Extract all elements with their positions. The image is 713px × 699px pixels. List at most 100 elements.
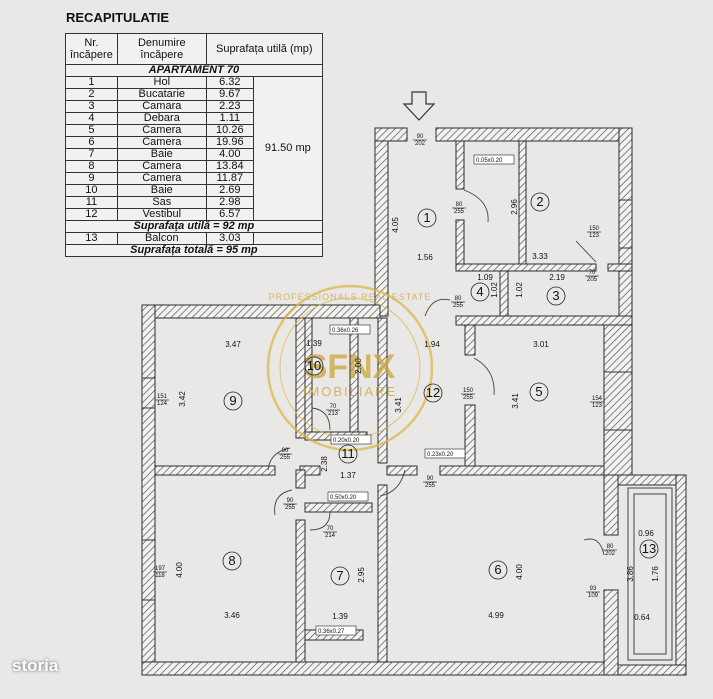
door-label: 197: [155, 566, 166, 572]
door-label-height: 123: [589, 233, 600, 239]
wall: [377, 484, 388, 663]
door-label-height: 255: [285, 505, 296, 511]
dimension-label: 0.64: [634, 613, 650, 622]
watermark-ring: PROFESSIONALS REAL ESTATE: [269, 292, 432, 302]
door-arc: [463, 189, 489, 223]
wall: [154, 465, 276, 476]
room-name: Camera: [116, 124, 207, 137]
door-label-height: 202: [605, 551, 616, 557]
room-nr: 7: [65, 148, 118, 161]
room-area: 13.84: [205, 160, 254, 173]
wall: [603, 324, 633, 476]
door-label: 90: [427, 476, 434, 482]
dimension-label: 3.33: [532, 252, 548, 261]
dimension-label: 1.09: [477, 273, 493, 282]
wall: [141, 304, 156, 676]
room-name: Camera: [116, 172, 207, 185]
door-label-height: 255: [463, 395, 474, 401]
doors: [267, 189, 605, 556]
door-label-height: 255: [280, 455, 291, 461]
door-arc: [473, 357, 495, 396]
wall: [607, 263, 633, 272]
door-label: 154: [592, 396, 603, 402]
room-name: Sas: [116, 196, 207, 209]
door-label-height: 255: [425, 483, 436, 489]
room-number: 11: [341, 446, 355, 461]
room-area: 11.87: [205, 172, 254, 185]
room-name: Hol: [116, 76, 207, 89]
door-arc: [424, 298, 451, 317]
door-arc: [575, 240, 597, 263]
shaft-box: [424, 448, 466, 459]
entrance-arrow-icon: [402, 91, 436, 121]
dimension-label: 3.41: [511, 393, 520, 409]
wall: [435, 127, 633, 142]
door-label-height: 124: [157, 401, 168, 407]
room-nr: 2: [65, 88, 118, 101]
shaft-label: 0.05x0.20: [476, 158, 503, 164]
door-label: 90: [287, 498, 294, 504]
door-label: 90: [282, 448, 289, 454]
room-marker: [304, 356, 324, 376]
room-area: 9.67: [205, 88, 254, 101]
room-area: 2.98: [205, 196, 254, 209]
room-number: 5: [535, 384, 542, 399]
dimension-label: 1.76: [651, 566, 660, 582]
door-label-height: 255: [453, 303, 464, 309]
storia-logo: storia: [12, 656, 59, 675]
door-arc: [583, 538, 605, 556]
room-number: 10: [307, 358, 321, 373]
room-nr: 3: [65, 100, 118, 113]
door-label-height: 255: [454, 209, 465, 215]
room-number: 2: [536, 194, 543, 209]
room-area: 6.32: [205, 76, 254, 89]
door-label: 150: [589, 226, 600, 232]
room-number: 6: [494, 562, 501, 577]
room-marker: [470, 282, 490, 302]
wall: [141, 304, 381, 319]
walls: [141, 127, 687, 676]
wall: [499, 270, 509, 317]
door-label: 80: [455, 296, 462, 302]
room-nr: 12: [65, 208, 118, 221]
dimension-label: 3.47: [225, 340, 241, 349]
recap-title: RECAPITULATIE: [66, 10, 170, 25]
dimension-label: 1.94: [424, 340, 440, 349]
watermark-brand: SFNX: [305, 348, 396, 386]
wall: [374, 127, 389, 317]
wall: [518, 140, 527, 270]
room-area: 10.26: [205, 124, 254, 137]
room-number: 4: [476, 284, 483, 299]
wall: [455, 140, 465, 190]
shaft-label: 0.20x0.20: [333, 438, 360, 444]
wall: [141, 661, 618, 676]
room-nr: 8: [65, 160, 118, 173]
dimension-label: 0.96: [638, 529, 654, 538]
room-marker: [222, 551, 242, 571]
shaft-box: [327, 491, 369, 502]
room-nr: 9: [65, 172, 118, 185]
wall: [617, 664, 687, 676]
dimension-label: 3.42: [178, 391, 187, 407]
wall: [464, 324, 476, 356]
header-name: Denumire încăpere: [116, 33, 207, 65]
door-label: 150: [463, 388, 474, 394]
wall: [455, 219, 465, 271]
room-area: 2.23: [205, 100, 254, 113]
grand-total: Suprafața totală = 95 mp: [65, 244, 323, 257]
dimension-label: 1.02: [490, 282, 499, 298]
dimension-label: 4.00: [515, 564, 524, 580]
room-marker: [546, 286, 566, 306]
dimension-label: 2.95: [357, 567, 366, 583]
room-area: 4.00: [205, 148, 254, 161]
dimension-label: 2.00: [354, 358, 363, 374]
room-area: 6.57: [205, 208, 254, 221]
door-label: 80: [607, 544, 614, 550]
room-name: Camera: [116, 160, 207, 173]
room-number: 8: [228, 553, 235, 568]
dimension-label: 1.56: [417, 253, 433, 262]
room-name: Bucatarie: [116, 88, 207, 101]
balcony-railing: [627, 487, 673, 661]
